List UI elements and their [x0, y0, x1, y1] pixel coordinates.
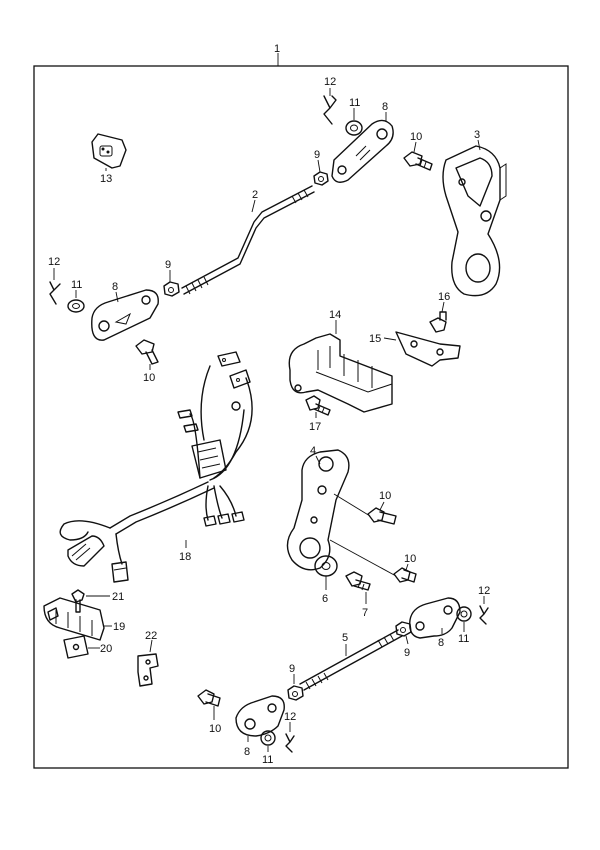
callout-1[interactable]: 1 — [274, 43, 280, 55]
clip-12-left[interactable] — [49, 281, 61, 305]
callout-9d[interactable]: 9 — [289, 663, 295, 675]
stud-10-left[interactable] — [135, 339, 159, 365]
bolt-17[interactable] — [305, 395, 331, 416]
stud-10-lower[interactable] — [393, 567, 417, 583]
stud-10-top[interactable] — [403, 151, 433, 171]
callout-11c[interactable]: 11 — [458, 633, 469, 645]
callout-10a[interactable]: 10 — [410, 131, 422, 143]
clip-12-bottom[interactable] — [285, 733, 295, 753]
stud-10-mid[interactable] — [367, 507, 397, 525]
washer-11-right[interactable] — [456, 606, 472, 622]
clip-12-top[interactable] — [323, 95, 337, 125]
clip-12-right[interactable] — [479, 605, 489, 625]
plate-20[interactable] — [63, 635, 89, 659]
callout-10d[interactable]: 10 — [404, 553, 416, 565]
washer-6[interactable] — [314, 555, 338, 577]
callout-20[interactable]: 20 — [100, 643, 112, 655]
nut-9-left[interactable] — [163, 281, 180, 297]
bolt-7[interactable] — [345, 571, 371, 591]
grommet-13[interactable] — [91, 133, 127, 169]
callout-8b[interactable]: 8 — [112, 281, 118, 293]
plate-15[interactable] — [395, 331, 461, 367]
callout-4[interactable]: 4 — [310, 445, 316, 457]
washer-11-top[interactable] — [345, 120, 363, 136]
callout-18[interactable]: 18 — [179, 551, 191, 563]
shift-rod-5[interactable] — [299, 629, 403, 691]
screw-21[interactable] — [71, 589, 85, 613]
callout-8c[interactable]: 8 — [438, 637, 444, 649]
callout-21[interactable]: 21 — [112, 591, 124, 603]
callout-12b[interactable]: 12 — [48, 256, 60, 268]
bolt-16[interactable] — [429, 311, 447, 333]
callout-14[interactable]: 14 — [329, 309, 341, 321]
callout-22[interactable]: 22 — [145, 630, 157, 642]
callout-13[interactable]: 13 — [100, 173, 112, 185]
callout-5[interactable]: 5 — [342, 632, 348, 644]
callout-9b[interactable]: 9 — [165, 259, 171, 271]
nut-9-right[interactable] — [395, 621, 412, 637]
callout-16[interactable]: 16 — [438, 291, 450, 303]
callout-9c[interactable]: 9 — [404, 647, 410, 659]
stud-10-bottom[interactable] — [197, 689, 221, 707]
nut-9-top[interactable] — [313, 171, 329, 186]
shift-rod-2[interactable] — [181, 185, 315, 295]
callout-11d[interactable]: 11 — [262, 754, 273, 766]
callout-6[interactable]: 6 — [322, 593, 328, 605]
callout-15[interactable]: 15 — [369, 333, 381, 345]
callout-11a[interactable]: 11 — [349, 97, 360, 109]
lever-8-left[interactable] — [91, 289, 159, 341]
callout-10c[interactable]: 10 — [379, 490, 391, 502]
callout-2[interactable]: 2 — [252, 189, 258, 201]
lever-8-top[interactable] — [331, 119, 394, 183]
assembly-frame — [33, 65, 569, 769]
callout-17[interactable]: 17 — [309, 421, 321, 433]
lever-4[interactable] — [286, 449, 350, 571]
callout-12d[interactable]: 12 — [284, 711, 296, 723]
callout-8d[interactable]: 8 — [244, 746, 250, 758]
callout-10e[interactable]: 10 — [209, 723, 221, 735]
washer-11-left[interactable] — [67, 299, 85, 313]
callout-12a[interactable]: 12 — [324, 76, 336, 88]
callout-10b[interactable]: 10 — [143, 372, 155, 384]
nut-9-bottom[interactable] — [287, 685, 304, 701]
callout-7[interactable]: 7 — [362, 607, 368, 619]
callout-11b[interactable]: 11 — [71, 279, 82, 291]
wiring-harness-18[interactable] — [59, 351, 253, 583]
callout-9a[interactable]: 9 — [314, 149, 320, 161]
lever-8-right[interactable] — [409, 597, 461, 639]
callout-3[interactable]: 3 — [474, 129, 480, 141]
lever-8-bottom[interactable] — [235, 695, 285, 737]
callout-8a[interactable]: 8 — [382, 101, 388, 113]
bracket-3[interactable] — [442, 145, 507, 297]
callout-12c[interactable]: 12 — [478, 585, 490, 597]
clamp-22[interactable] — [137, 653, 159, 687]
bracket-14[interactable] — [288, 333, 393, 413]
washer-11-bottom[interactable] — [260, 730, 276, 746]
bracket-19[interactable] — [43, 597, 105, 641]
callout-19[interactable]: 19 — [113, 621, 125, 633]
